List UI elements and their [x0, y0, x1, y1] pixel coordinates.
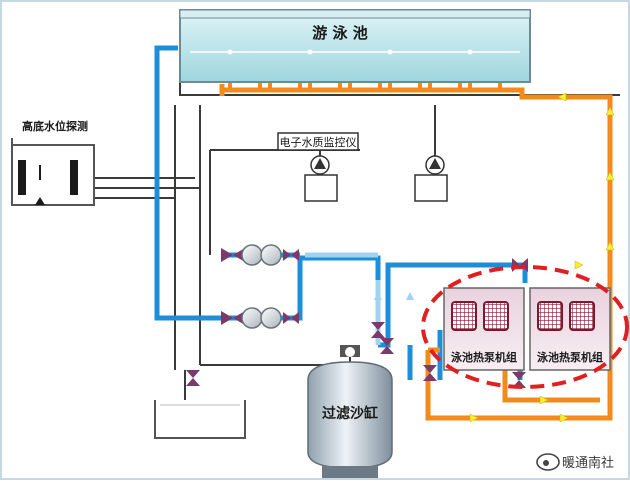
dosing-pump-icon [310, 155, 330, 175]
butterfly-valve-icon [283, 312, 299, 324]
filter-label: 过滤沙缸 [322, 405, 378, 422]
flow-direction-arrow-icon [605, 106, 615, 116]
heat-pump-unit-2: 泳池热泵机组 [529, 287, 611, 371]
butterfly-valve-icon [380, 338, 394, 354]
hot-water-pipes [219, 84, 613, 421]
pump-line-upper [221, 244, 299, 266]
circulation-pump-icon [260, 307, 282, 329]
watermark-text: 暖通南社 [562, 455, 614, 471]
highlight-ring [421, 265, 629, 389]
heat-pump-fan-grille-icon [483, 301, 509, 331]
flow-direction-arrow-icon [539, 395, 549, 405]
flow-direction-arrow-icon [557, 92, 567, 102]
balance-tank [154, 400, 246, 439]
level-probe-label: 高底水位探测 [22, 119, 88, 133]
light-blue-pipes [305, 252, 381, 345]
pool-label: 游 泳 池 [312, 24, 367, 42]
circulation-pump-icon [260, 244, 282, 266]
flow-direction-arrow-icon [469, 413, 479, 423]
flow-direction-arrow-icon [574, 260, 584, 270]
heat-pump-unit-1: 泳池热泵机组 [443, 287, 525, 371]
heat-pump-fan-grille-icon [451, 301, 477, 331]
swimming-pool: 游 泳 池 [179, 9, 531, 83]
heat-pump-1-label: 泳池热泵机组 [451, 350, 517, 364]
flow-direction-arrow-icon [605, 241, 615, 251]
pump-line-lower [221, 307, 299, 329]
sand-filter-tank: 过滤沙缸 [307, 345, 393, 478]
flow-direction-arrow-icon [559, 413, 569, 423]
butterfly-valve-icon [283, 249, 299, 261]
weibo-icon [536, 453, 560, 471]
flow-direction-arrows-blue [374, 292, 414, 300]
butterfly-valve-icon [423, 365, 437, 381]
flow-direction-arrow-icon [374, 292, 382, 300]
butterfly-valve-icon [186, 370, 200, 386]
heat-pump-2-label: 泳池热泵机组 [537, 350, 603, 364]
heat-pump-fan-grille-icon [537, 301, 563, 331]
heat-pump-fan-grille-icon [569, 301, 595, 331]
butterfly-valve-icon [371, 322, 385, 338]
dosing-pump-icon [425, 155, 445, 175]
watermark: 暖通南社 [536, 453, 614, 471]
flow-direction-arrow-icon [406, 292, 414, 300]
circulation-pump-icon [241, 307, 263, 329]
level-probe-tank: 高底水位探测 [11, 119, 95, 206]
flow-direction-arrows [469, 92, 615, 423]
circulation-pump-icon [241, 244, 263, 266]
flow-direction-arrow-icon [605, 171, 615, 181]
water-monitor-label: 电子水质监控仪 [280, 135, 357, 149]
water-quality-monitor: 电子水质监控仪 [277, 132, 448, 202]
